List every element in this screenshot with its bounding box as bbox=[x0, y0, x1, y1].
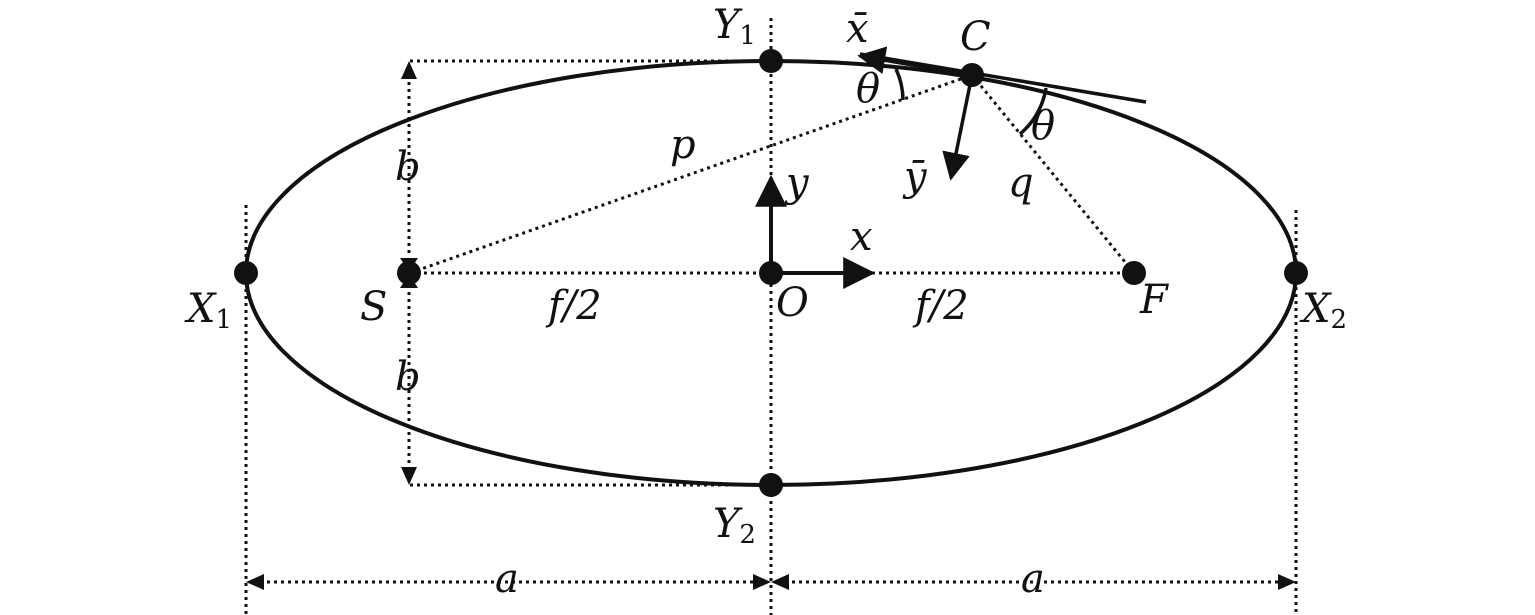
label-x1-main: X bbox=[184, 286, 217, 332]
a-left-end-arrowhead bbox=[753, 574, 771, 590]
label-x-axis: x bbox=[850, 214, 873, 260]
label-y-axis: y bbox=[784, 160, 810, 206]
label-a-right: a bbox=[1021, 556, 1045, 602]
label-x1: X1 bbox=[184, 286, 232, 335]
point-s bbox=[397, 261, 421, 285]
dimension-arrowheads bbox=[246, 61, 1296, 590]
label-x2: X2 bbox=[1299, 286, 1347, 335]
label-y1-main: Y bbox=[713, 2, 743, 48]
label-ybar: ȳ bbox=[902, 154, 928, 200]
label-x2-sub: 2 bbox=[1330, 305, 1347, 335]
construction-lines bbox=[244, 18, 1298, 615]
label-y2-sub: 2 bbox=[739, 520, 756, 550]
label-a-left: a bbox=[495, 556, 519, 602]
label-s: S bbox=[360, 284, 387, 330]
point-x2 bbox=[1284, 261, 1308, 285]
p-line bbox=[409, 73, 973, 275]
point-o bbox=[759, 261, 783, 285]
label-y1: Y1 bbox=[713, 2, 756, 51]
a-left-start-arrowhead bbox=[246, 574, 264, 590]
label-xbar: x̄ bbox=[846, 6, 869, 52]
b-lower-bottom-arrowhead bbox=[401, 467, 417, 485]
label-q: q bbox=[1008, 160, 1034, 206]
label-c: C bbox=[960, 14, 991, 60]
label-theta-top: θ bbox=[856, 66, 880, 112]
points bbox=[234, 49, 1308, 497]
label-b-upper: b bbox=[395, 144, 421, 190]
label-x1-sub: 1 bbox=[215, 305, 232, 335]
label-f-half-right: f/2 bbox=[912, 283, 969, 329]
label-y2-main: Y bbox=[713, 501, 743, 547]
label-b-lower: b bbox=[395, 354, 421, 400]
a-right-start-arrowhead bbox=[771, 574, 789, 590]
point-y2 bbox=[759, 473, 783, 497]
theta-top-arc bbox=[894, 68, 905, 101]
label-o: O bbox=[776, 280, 809, 326]
q-line bbox=[970, 74, 1136, 274]
a-right-end-arrowhead bbox=[1278, 574, 1296, 590]
xbar-axis-arrow bbox=[857, 46, 973, 77]
theta-right-arc bbox=[1018, 87, 1048, 136]
label-f: F bbox=[1139, 277, 1169, 323]
b-upper-top-arrowhead bbox=[401, 61, 417, 79]
label-f-half-left: f/2 bbox=[545, 283, 602, 329]
label-theta-right: θ bbox=[1031, 103, 1055, 149]
tangent-line bbox=[859, 52, 1147, 104]
ybar-axis-arrow bbox=[942, 74, 974, 181]
label-y1-sub: 1 bbox=[739, 21, 756, 51]
label-x2-main: X bbox=[1299, 286, 1332, 332]
label-p: p bbox=[670, 122, 696, 168]
point-x1 bbox=[234, 261, 258, 285]
point-c bbox=[960, 63, 984, 87]
point-y1 bbox=[759, 49, 783, 73]
point-f bbox=[1122, 261, 1146, 285]
label-y2: Y2 bbox=[713, 501, 756, 550]
